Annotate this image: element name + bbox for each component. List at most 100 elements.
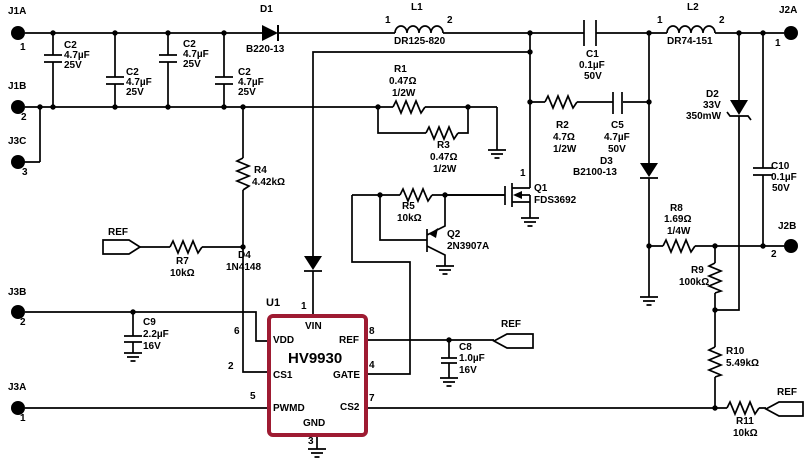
wire-c10-branch (753, 33, 773, 246)
j2b-designator-label: J2B (778, 221, 797, 232)
ground-symbol (440, 377, 458, 387)
wire-r2-c5-row (530, 92, 649, 114)
net-flags (102, 239, 804, 417)
c10-designator-label: C10 (771, 161, 790, 172)
u1-pin-num-4-label: 4 (369, 360, 375, 371)
c9-rating-label: 16V (143, 341, 161, 352)
c2-4-designator-label: C2 (238, 67, 251, 78)
c5-rating-label: 50V (608, 144, 626, 155)
ref-tag-1-label-label: REF (108, 227, 128, 238)
wire-ref-c8 (366, 339, 494, 378)
u1-pin-num-6-label: 6 (234, 326, 240, 337)
c2-1-value-label: 4.7µF (64, 50, 90, 61)
c2-3-designator-label: C2 (183, 39, 196, 50)
l2-designator-label: L2 (687, 2, 699, 13)
r1-designator-label: R1 (394, 64, 407, 75)
q1-part-label: FDS3692 (534, 195, 577, 206)
l2-pin1-label: 1 (657, 15, 663, 26)
wire-d2-branch (715, 33, 740, 311)
c1-designator-label: C1 (586, 49, 599, 60)
d4-designator-label: D4 (238, 250, 251, 261)
l1-part-label: DR125-820 (394, 36, 446, 47)
ground-symbol (308, 448, 326, 458)
c1-rating-label: 50V (584, 71, 602, 82)
capacitor-c1-symbol (583, 20, 597, 46)
u1-part-number-label: HV9930 (288, 350, 343, 367)
j2a-pin-label: 1 (775, 38, 781, 49)
j3c-designator-label: J3C (8, 136, 27, 147)
c2-2-designator-label: C2 (126, 67, 139, 78)
r4-value-label: 4.42kΩ (252, 177, 286, 188)
inductor-l2-symbol (666, 25, 716, 34)
j3b-designator-label: J3B (8, 287, 27, 298)
u1-pin-num-8-label: 8 (369, 326, 375, 337)
mosfet-q1-arrow (513, 191, 522, 199)
r3-rating-label: 1/2W (433, 164, 457, 175)
r8-designator-label: R8 (670, 203, 683, 214)
r9-designator-label: R9 (691, 265, 704, 276)
j2a-designator-label: J2A (779, 5, 798, 16)
q1-designator-label: Q1 (534, 183, 548, 194)
l2-part-label: DR74-151 (667, 36, 713, 47)
j1b-pin-label: 2 (21, 112, 27, 123)
r2-rating-label: 1/2W (553, 144, 577, 155)
l1-pin1-label: 1 (385, 15, 391, 26)
c2-1-designator-label: C2 (64, 40, 77, 51)
r8-value-label: 1.69Ω (664, 214, 692, 225)
zener-d2-bar (726, 111, 752, 121)
r5-value-label: 10kΩ (397, 213, 422, 224)
ref-flag-left (102, 239, 142, 255)
resistor-r2-symbol (544, 93, 578, 111)
c5-designator-label: C5 (611, 120, 624, 131)
wire-j3b-vdd (25, 311, 269, 353)
c10-rating-label: 50V (772, 183, 790, 194)
diode-d3-symbol (640, 163, 658, 177)
c2-2-value-label: 4.7µF (126, 77, 152, 88)
inductor-l1-symbol (394, 25, 444, 34)
d2-rating-label: 350mW (686, 111, 722, 122)
l2-pin2-label: 2 (719, 15, 725, 26)
c9-value-label: 2.2µF (143, 329, 169, 340)
j3a-pin-label: 1 (20, 413, 26, 424)
d2-value-label: 33V (703, 100, 721, 111)
resistor-r5-symbol (399, 186, 433, 204)
r10-value-label: 5.49kΩ (726, 358, 760, 369)
r5-designator-label: R5 (402, 201, 415, 212)
r11-designator-label: R11 (736, 416, 754, 427)
junction-dots (37, 30, 766, 411)
d1-designator-label: D1 (260, 4, 273, 15)
ref-flag-r11 (764, 401, 804, 417)
d4-part-label: 1N4148 (226, 262, 262, 273)
solid-symbols (11, 25, 798, 415)
ref-tag-2-label-label: REF (501, 319, 521, 330)
r11-value-label: 10kΩ (733, 428, 758, 439)
wire-r4-cs1 (242, 107, 269, 373)
r1-rating-label: 1/2W (392, 88, 416, 99)
ground-symbol (488, 149, 506, 159)
j3a-designator-label: J3A (8, 382, 27, 393)
c10-value-label: 0.1µF (771, 172, 797, 183)
r3-value-label: 0.47Ω (430, 152, 458, 163)
j3b-pin-label: 2 (20, 317, 26, 328)
c2-3-value-label: 4.7µF (183, 49, 209, 60)
ground-symbol (521, 217, 539, 227)
diode-d1-symbol (262, 25, 278, 41)
zener-d2-symbol (730, 100, 748, 115)
ground-symbol (436, 265, 454, 275)
connector-j3c (11, 155, 25, 169)
u1-pin-num-7-label: 7 (369, 393, 375, 404)
mosfet-q1-symbol (445, 183, 531, 218)
u1-pin-name-cs2-label: CS2 (340, 402, 360, 413)
diode-d1-bar (277, 25, 279, 41)
j1b-designator-label: J1B (8, 81, 27, 92)
j1a-pin-label: 1 (20, 42, 26, 53)
u1-pin-name-gnd-label: GND (303, 418, 326, 429)
ref-tag-3-label-label: REF (777, 387, 797, 398)
r8-rating-label: 1/4W (667, 226, 691, 237)
resistor-r7-symbol (169, 238, 203, 256)
connector-j2b (784, 239, 798, 253)
connector-j1a (11, 26, 25, 40)
c9-designator-label: C9 (143, 317, 156, 328)
r2-designator-label: R2 (556, 120, 569, 131)
